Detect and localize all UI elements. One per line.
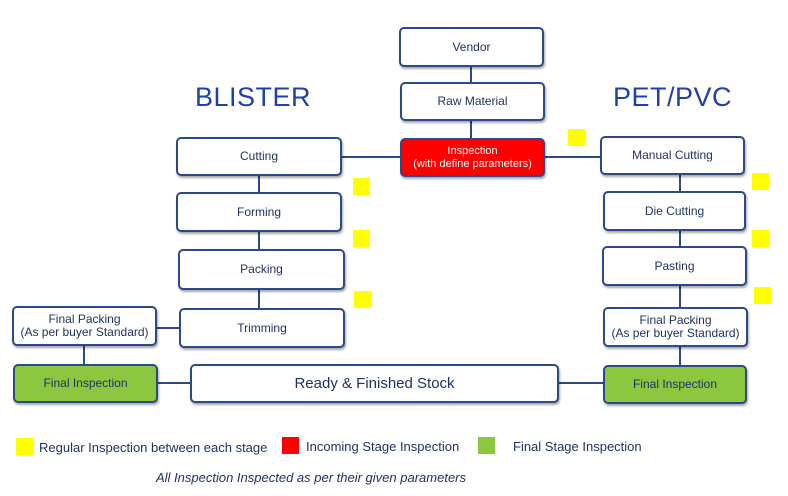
buyer-standard-label: (As per buyer Standard) — [20, 325, 149, 339]
connector-packing-trimming — [258, 289, 260, 309]
legend-incoming-label: Incoming Stage Inspection — [306, 439, 460, 454]
pet-final-packing-box: Final Packing (As per buyer Standard) — [603, 307, 748, 347]
cutting-box: Cutting — [176, 137, 342, 176]
connector-finalpacking-finalinspection-left — [83, 345, 85, 364]
regular-inspection-marker — [568, 129, 585, 146]
legend-regular-label: Regular Inspection between each stage — [39, 440, 268, 455]
pet-final-inspection-box: Final Inspection — [603, 365, 747, 404]
regular-inspection-marker — [353, 178, 370, 195]
die-cutting-box: Die Cutting — [603, 191, 746, 231]
trimming-box: Trimming — [179, 308, 345, 348]
inspection-parameters-label: (with define parameters) — [413, 157, 532, 170]
connector-stock-finalinspection-right — [558, 382, 604, 384]
pasting-box: Pasting — [602, 246, 747, 286]
regular-inspection-marker — [754, 287, 771, 304]
manual-cutting-box: Manual Cutting — [600, 136, 745, 175]
connector-finalinspection-stock-left — [157, 382, 191, 384]
incoming-inspection-box: Inspection (with define parameters) — [400, 138, 545, 177]
connector-die-pasting — [679, 230, 681, 247]
blister-final-inspection-box: Final Inspection — [13, 364, 158, 403]
legend-incoming-swatch — [282, 437, 299, 454]
connector-pasting-finalpacking — [679, 285, 681, 308]
connector-vendor-raw — [470, 66, 472, 82]
connector-trimming-finalpacking — [156, 327, 180, 329]
regular-inspection-marker — [353, 230, 370, 247]
connector-inspection-cutting — [341, 156, 401, 158]
ready-finished-stock-box: Ready & Finished Stock — [190, 364, 559, 403]
forming-box: Forming — [176, 192, 342, 232]
connector-raw-inspection — [470, 120, 472, 139]
raw-material-box: Raw Material — [400, 82, 545, 121]
regular-inspection-marker — [752, 230, 769, 247]
regular-inspection-marker — [752, 173, 769, 190]
legend-regular-swatch — [16, 438, 33, 455]
blister-final-packing-box: Final Packing (As per buyer Standard) — [12, 306, 157, 346]
connector-cutting-forming — [258, 175, 260, 193]
packing-box: Packing — [178, 249, 345, 290]
vendor-box: Vendor — [399, 27, 544, 67]
buyer-standard-label: (As per buyer Standard) — [611, 326, 740, 340]
regular-inspection-marker — [354, 291, 371, 308]
connector-manual-die — [679, 174, 681, 192]
legend-final-swatch — [478, 437, 495, 454]
final-packing-label: Final Packing — [48, 312, 121, 326]
footnote: All Inspection Inspected as per their gi… — [156, 470, 467, 485]
heading-pet-pvc: PET/PVC — [613, 82, 733, 112]
legend-final-label: Final Stage Inspection — [513, 439, 642, 454]
connector-forming-packing — [258, 231, 260, 250]
heading-blister: BLISTER — [195, 82, 312, 112]
inspection-label: Inspection — [447, 144, 498, 157]
connector-finalpacking-finalinspection-right — [679, 346, 681, 366]
connector-inspection-manual — [544, 156, 601, 158]
final-packing-label: Final Packing — [639, 313, 712, 327]
